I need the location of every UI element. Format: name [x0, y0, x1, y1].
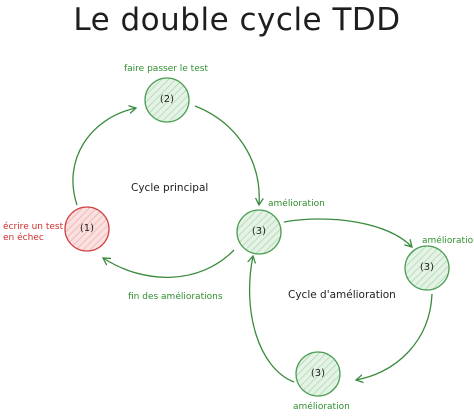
cycle-improvement-label: Cycle d'amélioration [288, 289, 396, 301]
caption-node-2: faire passer le test [124, 64, 208, 74]
node-3c-label: (3) [310, 368, 326, 379]
node-2-label: (2) [159, 94, 175, 105]
caption-node-3b: amélioration [422, 236, 474, 246]
arrow-1-to-2 [72, 108, 136, 206]
node-3c [295, 351, 341, 397]
node-2 [144, 77, 190, 123]
arrow-2-to-3 [194, 105, 259, 205]
arrow-3c-to-3 [250, 256, 295, 383]
cycle-main-label: Cycle principal [131, 182, 209, 194]
edge-label-end-improvements: fin des améliorations [128, 292, 223, 302]
node-3a [236, 209, 282, 255]
node-3b-label: (3) [419, 262, 435, 273]
arrow-3-to-1 [103, 249, 235, 278]
arrow-3b-to-3c [356, 293, 433, 380]
caption-node-1-line-1: écrire un test [3, 222, 64, 232]
node-3a-label: (3) [251, 226, 267, 237]
caption-node-3a: amélioration [268, 199, 325, 209]
caption-node-1-line-2: en échec [3, 233, 44, 243]
node-1 [64, 206, 110, 252]
arrow-3-to-3b [283, 218, 412, 247]
node-1-label: (1) [79, 223, 95, 234]
node-3b [404, 245, 450, 291]
caption-node-3c: amélioration [293, 402, 350, 412]
page-title: Le double cycle TDD [73, 2, 401, 38]
